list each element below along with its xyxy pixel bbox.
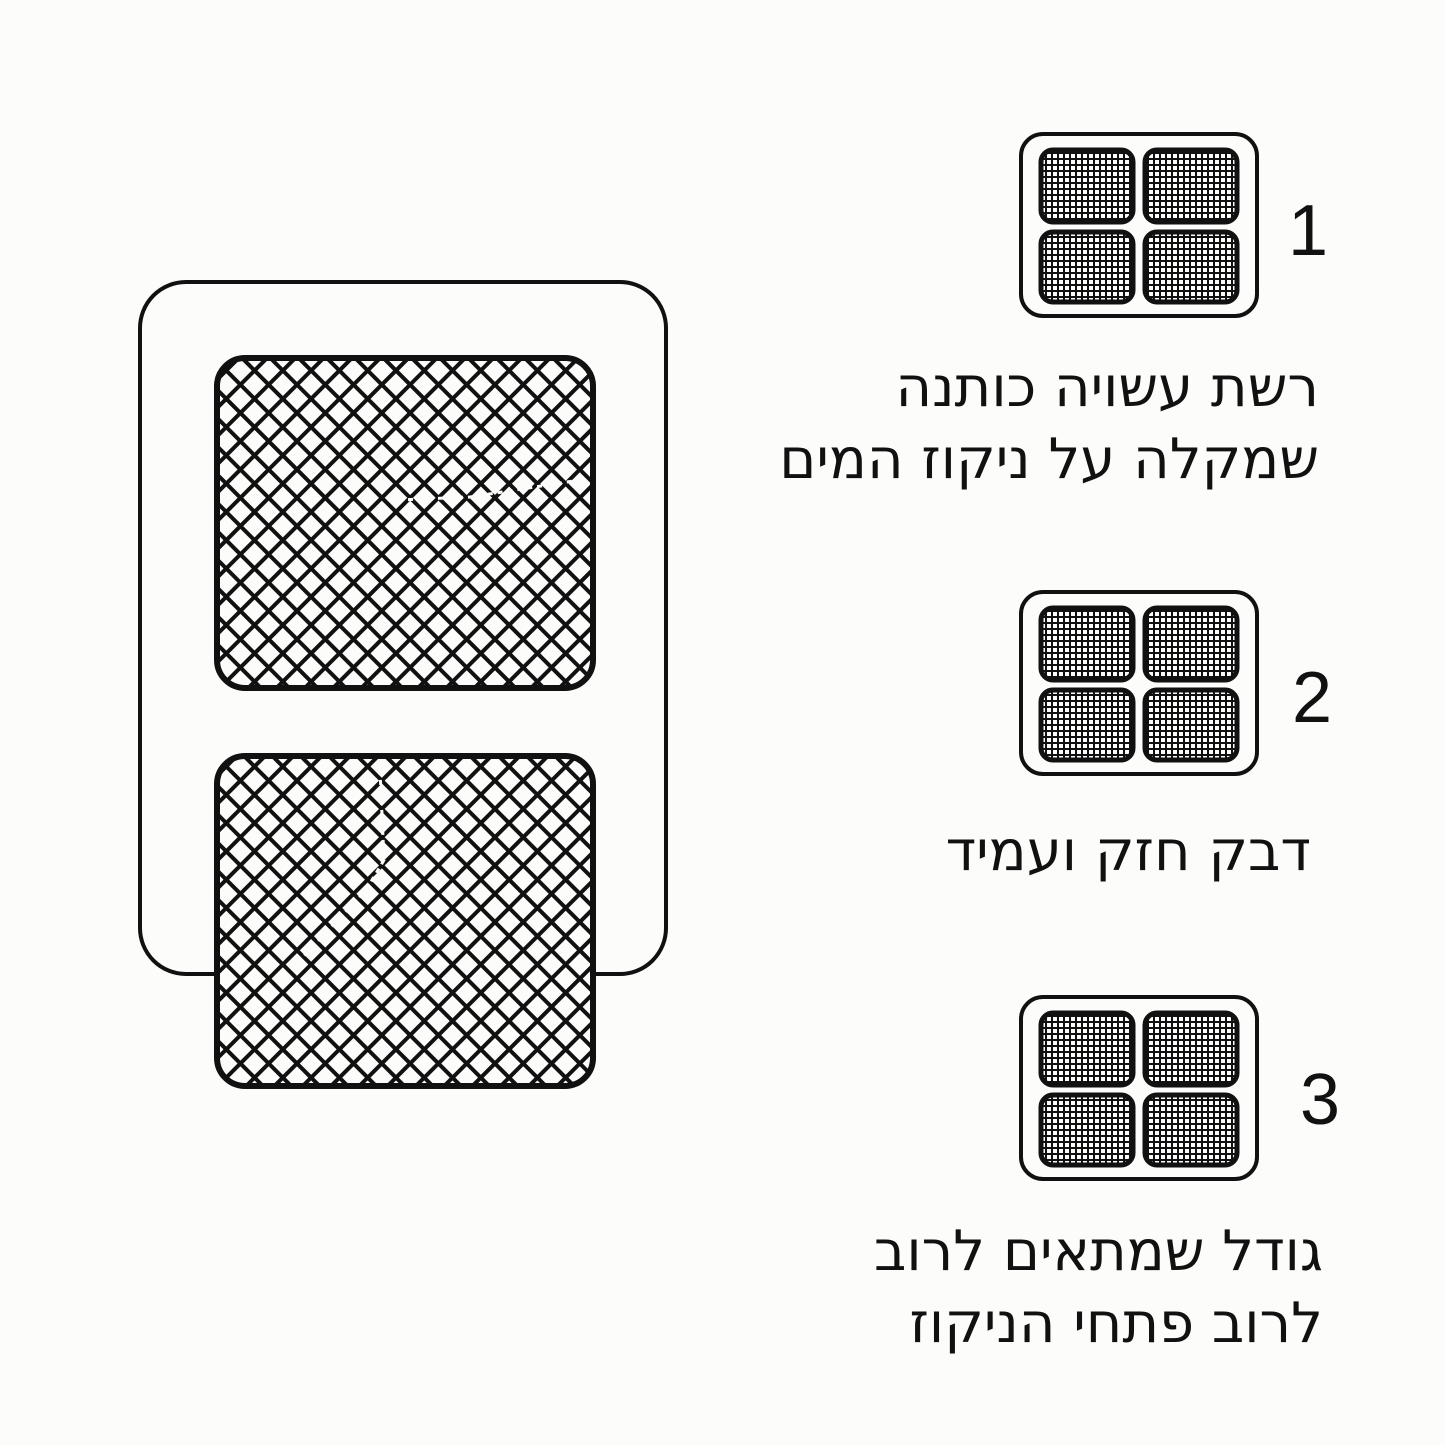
feature-number-3: 3: [1300, 1060, 1341, 1140]
feature-3-line-1: גודל שמתאים לרוב: [873, 1219, 1323, 1284]
mesh-fold-line-top: [397, 478, 581, 502]
feature-1-line-2: שמקלה על ניקוז המים: [779, 427, 1319, 492]
large-pad-mesh-top: [214, 355, 596, 691]
feature-2-line-1: דבק חזק ועמיד: [945, 819, 1311, 884]
feature-3-line-2: לרוב פתחי הניקוז: [909, 1291, 1323, 1356]
feature-1-line-1: רשת עשויה כותנה: [895, 355, 1319, 420]
feature-text-3: גודל שמתאים לרוב לרוב פתחי הניקוז: [874, 1216, 1323, 1360]
mesh-fold-line-bottom: [298, 769, 386, 962]
feature-text-1: רשת עשויה כותנה שמקלה על ניקוז המים: [779, 352, 1319, 496]
mesh-filter-pads-icon-2: [1021, 592, 1257, 774]
feature-text-2: דבק חזק ועמיד: [946, 816, 1311, 888]
feature-number-1: 1: [1288, 191, 1329, 271]
mesh-filter-pads-icon-3: [1021, 997, 1257, 1179]
feature-number-2: 2: [1292, 658, 1333, 738]
large-pad-mesh-bottom: [214, 753, 596, 1089]
mesh-filter-pads-icon-1: [1021, 134, 1257, 316]
large-filter-pad: [138, 280, 668, 1089]
